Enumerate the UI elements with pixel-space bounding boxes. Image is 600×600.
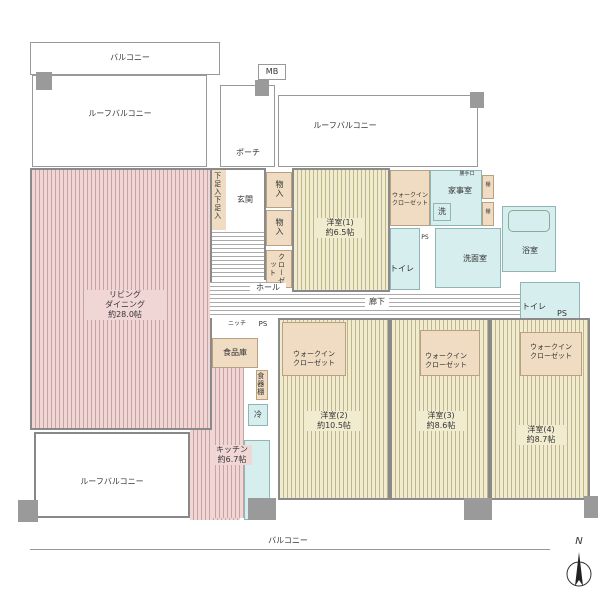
toilet-1 [390, 228, 420, 290]
walkin-closet-4 [520, 332, 582, 376]
roof-balcony-right-label: ルーフバルコニー [313, 121, 377, 130]
corridor-label: 廊下 [365, 297, 389, 307]
living-label: リビング ダイニング 約28.0帖 [85, 290, 165, 320]
fridge [248, 404, 268, 426]
porch [220, 85, 275, 167]
shelf [482, 202, 494, 226]
walkin-closet-2-label: ウォークイン クローゼット [293, 350, 335, 367]
dish-shelf-label: 食器棚 [256, 372, 265, 396]
balcony-top-label: バルコニー [110, 53, 150, 62]
pillar [18, 500, 38, 522]
pillar [584, 496, 598, 518]
roof-balcony-left [32, 75, 207, 167]
bathroom-label: 浴室 [522, 246, 538, 255]
shoe-storage [212, 170, 226, 230]
corridor [282, 292, 520, 318]
bathtub-icon [508, 210, 550, 232]
walkin-closet-1-label: ウォークイン クローゼット [391, 192, 428, 207]
western-room-4-label: 洋室(4) 約8.7帖 [516, 425, 566, 445]
roof-balcony-bottom-label: ルーフバルコニー [80, 477, 144, 486]
walkin-closet-4-label: ウォークイン クローゼット [530, 343, 572, 360]
storage-1 [266, 172, 292, 208]
balcony-bottom-label: バルコニー [268, 536, 308, 545]
washroom [435, 228, 501, 288]
balcony-bottom [30, 520, 550, 550]
walkin-closet-2 [282, 322, 346, 376]
hall-label: ホール [250, 283, 286, 293]
pillar [470, 92, 484, 108]
closet-label: クローゼット [268, 253, 286, 285]
shoe-storage-label: 下足入下足入 [213, 172, 222, 220]
entrance-floor [212, 230, 264, 280]
shelf-label: 棚 [485, 182, 491, 188]
roof-balcony-left-label: ルーフバルコニー [88, 109, 152, 118]
shelf [482, 175, 494, 199]
roof-balcony-right [278, 95, 478, 167]
walkin-closet-1 [390, 170, 430, 226]
ps-label: PS [258, 320, 268, 328]
western-room-1-label: 洋室(1) 約6.5帖 [315, 218, 365, 238]
porch-label: ポーチ [236, 148, 260, 157]
balcony-top [30, 42, 220, 75]
mb-label: MB [265, 67, 279, 76]
walkin-closet-3-label: ウォークイン クローゼット [425, 352, 467, 369]
toilet-2 [520, 282, 580, 322]
kitchen-label: キッチン 約6.7帖 [212, 445, 252, 465]
pillar [36, 72, 52, 90]
shelf-label: 棚 [485, 209, 491, 215]
toilet-2-label: トイレ [522, 302, 546, 311]
western-room-3-label: 洋室(3) 約8.6帖 [416, 411, 466, 431]
dish-shelf [256, 370, 268, 400]
utility-room-label: 家事室 [448, 186, 472, 195]
roof-balcony-bottom [34, 432, 190, 518]
ps-label: PS [421, 234, 429, 241]
washer [433, 203, 451, 221]
storage-2-label: 物入 [275, 218, 284, 236]
fridge-label: 冷 [254, 410, 262, 419]
pillar [255, 80, 269, 96]
pillar [248, 498, 276, 520]
niche-label: ニッチ [227, 320, 246, 327]
kitchen-floor [212, 368, 244, 518]
pillar [464, 498, 492, 520]
washer-label: 洗 [438, 207, 446, 216]
back-door-label: 勝手口 [459, 171, 475, 177]
bathroom [502, 206, 556, 272]
entrance-label: 玄関 [237, 195, 253, 204]
utility-room [430, 170, 482, 226]
western-room-2-label: 洋室(2) 約10.5帖 [306, 411, 362, 431]
compass-label: N [575, 536, 583, 547]
pantry [212, 338, 258, 368]
storage-1-label: 物入 [275, 180, 284, 198]
storage-2 [266, 210, 292, 246]
washroom-label: 洗面室 [463, 254, 487, 263]
closet [266, 250, 292, 288]
toilet-1-label: トイレ [390, 264, 414, 273]
walkin-closet-3 [420, 330, 480, 376]
north-arrow-icon [566, 552, 592, 587]
pantry-label: 食品庫 [223, 348, 247, 357]
mb [258, 64, 286, 80]
ps-label: PS [557, 309, 567, 318]
